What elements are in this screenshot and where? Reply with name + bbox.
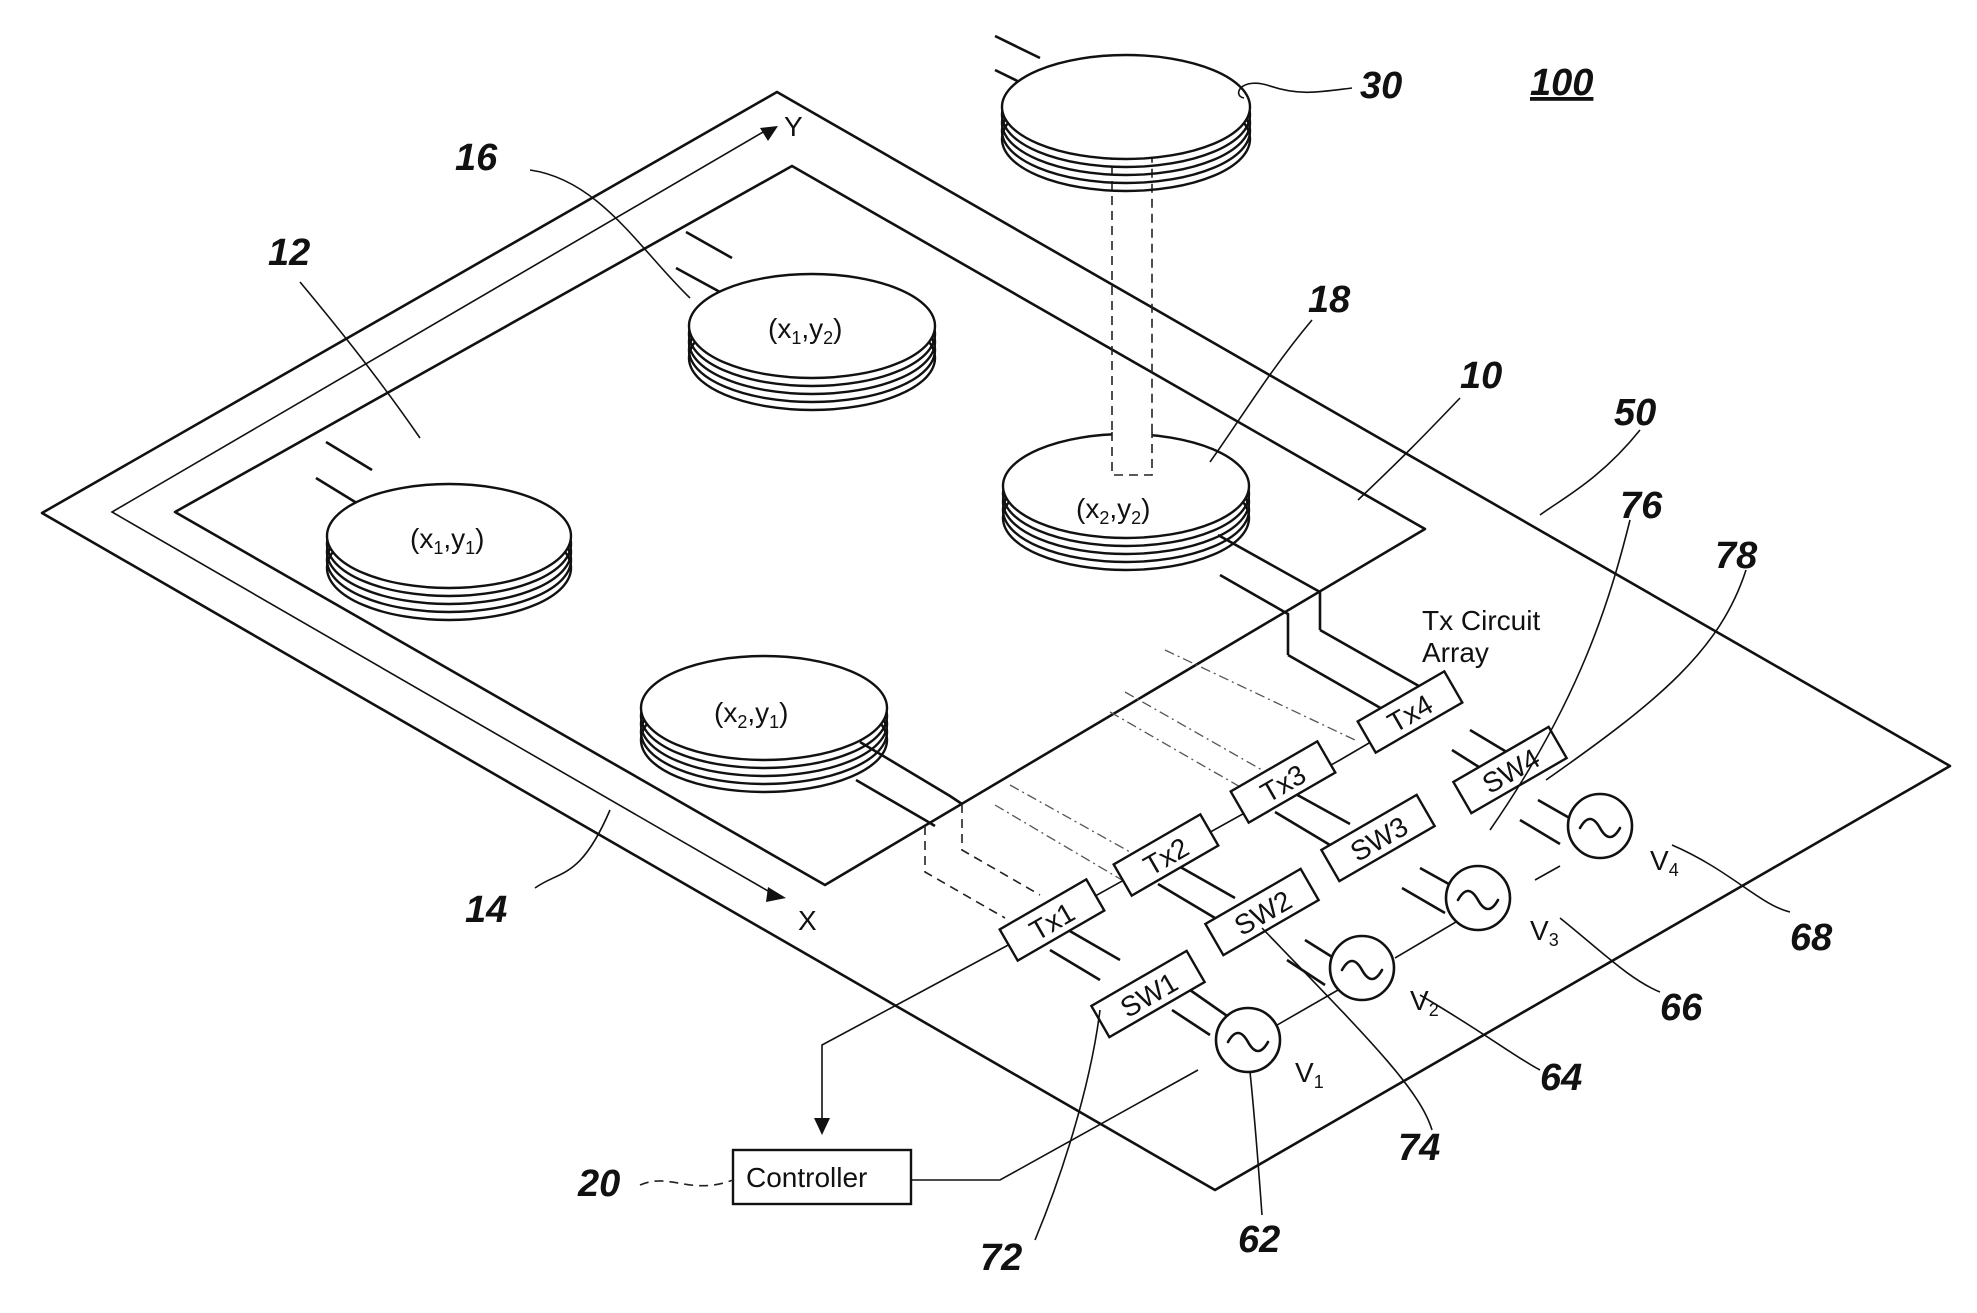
tx-array-title-line1: Tx Circuit xyxy=(1422,605,1540,636)
coil-14: (x2,y1) xyxy=(641,656,962,826)
source-v4: V4 xyxy=(1568,794,1679,880)
coil-12-ref: 12 xyxy=(268,232,310,274)
source-v2: V2 xyxy=(1330,936,1439,1020)
svg-text:V2: V2 xyxy=(1410,985,1439,1020)
v1-label: 1 xyxy=(1314,1072,1324,1092)
v3-ref: 66 xyxy=(1660,987,1703,1029)
controller-ref: 20 xyxy=(577,1163,620,1205)
ac-sources: V1 V2 V3 V4 xyxy=(1216,794,1679,1092)
svg-text:V3: V3 xyxy=(1530,915,1559,950)
receiver-ref: 30 xyxy=(1360,65,1402,107)
v3-label: 3 xyxy=(1549,930,1559,950)
controller: Controller xyxy=(733,1150,911,1204)
sw4-ref: 78 xyxy=(1715,535,1758,577)
sw2-ref: 74 xyxy=(1398,1127,1440,1169)
base-ref: 50 xyxy=(1614,392,1656,434)
coil-18-ref: 18 xyxy=(1308,279,1351,321)
tx-array-title-line2: Array xyxy=(1422,637,1489,668)
v4-label: 4 xyxy=(1669,860,1679,880)
system-ref: 100 xyxy=(1530,62,1593,104)
coil-16-ref: 16 xyxy=(455,137,498,179)
v2-ref: 64 xyxy=(1540,1057,1582,1099)
receiver-coil-30 xyxy=(995,36,1250,191)
y-axis-label: Y xyxy=(784,111,803,142)
coil-14-ref: 14 xyxy=(465,889,507,931)
svg-text:V1: V1 xyxy=(1295,1057,1324,1092)
source-v1: V1 xyxy=(1216,1008,1324,1092)
svg-text:V4: V4 xyxy=(1650,845,1679,880)
coil-12: (x1,y1) xyxy=(316,442,571,620)
v4-ref: 68 xyxy=(1790,917,1833,959)
coil-16: (x1,y2) xyxy=(676,232,935,410)
controller-label: Controller xyxy=(746,1162,867,1193)
pad-ref: 10 xyxy=(1460,355,1502,397)
x-axis-label: X xyxy=(798,905,817,936)
v1-ref: 62 xyxy=(1238,1219,1280,1261)
coil-18: (x2,y2) xyxy=(1003,432,1320,655)
sw1-ref: 72 xyxy=(980,1237,1022,1279)
sw3-ref: 76 xyxy=(1620,485,1663,527)
source-v3: V3 xyxy=(1446,866,1559,950)
